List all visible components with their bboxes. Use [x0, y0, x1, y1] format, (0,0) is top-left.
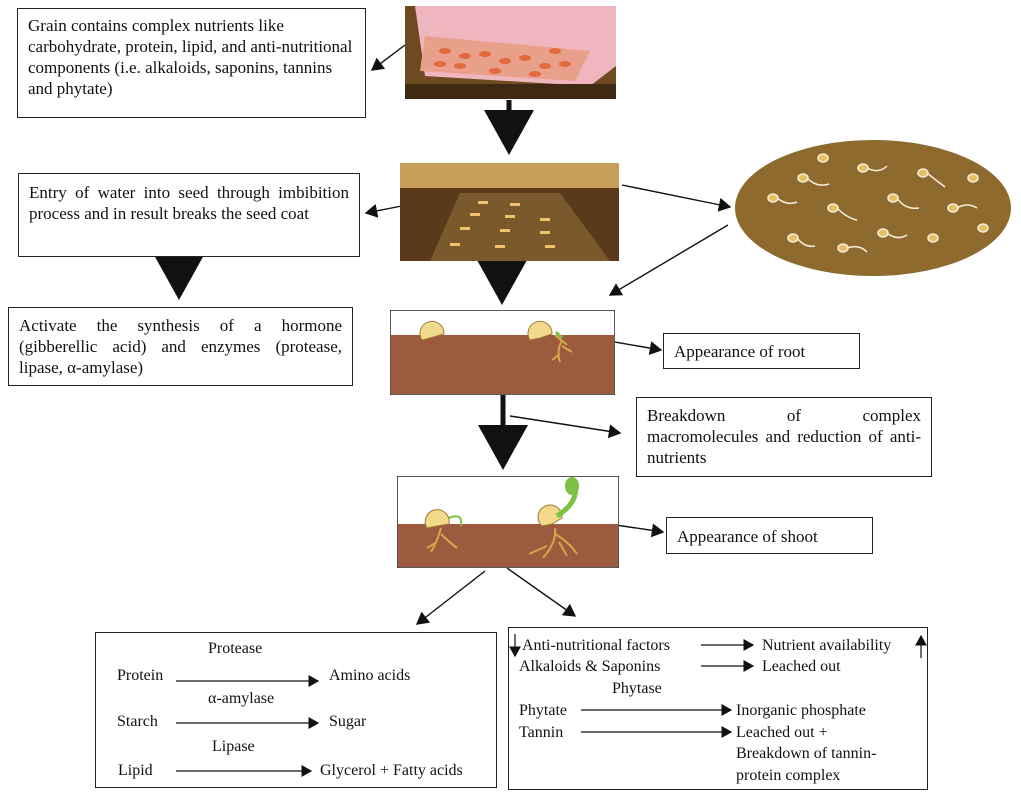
arrow-to-breakdown-box — [509, 415, 622, 439]
protein-label: Protein — [117, 667, 164, 684]
phytase-label: Phytase — [612, 680, 662, 697]
nutrient-availability-header: Nutrient availability — [762, 637, 892, 654]
alkaloids-label: Alkaloids & Saponins — [519, 658, 661, 675]
grain-tray-image — [405, 6, 616, 99]
amino-acids-label: Amino acids — [329, 667, 411, 684]
phytate-label: Phytate — [519, 702, 567, 719]
antinutrient-box: Anti-nutritional factors Nutrient availa… — [508, 627, 928, 790]
tannin-complex-label: protein complex — [736, 767, 841, 784]
tannin-breakdown-label: Breakdown of tannin- — [736, 745, 877, 762]
main-flow-arrows — [154, 100, 534, 470]
enzyme-arrows — [176, 675, 320, 777]
root-stage-image — [390, 310, 615, 395]
grain-box: Grain contains complex nutrients like ca… — [17, 8, 366, 118]
arrow-to-enzyme-box — [415, 570, 486, 625]
alpha-amylase-label: α-amylase — [208, 690, 275, 707]
leached-out-label-1: Leached out — [762, 658, 841, 675]
arrow-to-photo — [621, 184, 732, 212]
soaked-seeds-image — [400, 163, 619, 261]
tannin-label: Tannin — [519, 724, 564, 741]
lipid-label: Lipid — [118, 762, 153, 779]
shoot-box: Appearance of shoot — [666, 517, 873, 554]
starch-label: Starch — [117, 713, 158, 730]
inorganic-phosphate-label: Inorganic phosphate — [736, 702, 866, 719]
water-text: Entry of water into seed through imbibit… — [29, 183, 349, 223]
root-box: Appearance of root — [663, 333, 860, 369]
arrow-from-photo — [608, 224, 729, 296]
sprouted-seeds-photo — [735, 140, 1011, 276]
lipase-label: Lipase — [212, 738, 255, 755]
breakdown-text: Breakdown of complex macromolecules and … — [647, 406, 921, 467]
root-text: Appearance of root — [674, 342, 806, 361]
enzyme-box: Protease Protein Amino acids α-amylase S… — [95, 632, 497, 788]
shoot-text: Appearance of shoot — [677, 527, 818, 546]
glycerol-label: Glycerol + Fatty acids — [320, 762, 463, 779]
shoot-stage-image — [397, 476, 619, 568]
arrow-to-antinutrient-box — [506, 567, 577, 617]
water-box: Entry of water into seed through imbibit… — [18, 173, 360, 257]
grain-text: Grain contains complex nutrients like ca… — [28, 16, 353, 98]
breakdown-box: Breakdown of complex macromolecules and … — [636, 397, 932, 477]
arrow-to-grain-box — [370, 44, 406, 71]
antinutrient-arrows — [509, 634, 927, 738]
antinutritional-header: Anti-nutritional factors — [522, 637, 670, 654]
sugar-label: Sugar — [329, 713, 367, 730]
protease-label: Protease — [208, 640, 263, 657]
hormone-text: Activate the synthesis of a hormone (gib… — [19, 316, 342, 377]
leached-out-label-2: Leached out + — [736, 724, 828, 741]
hormone-box: Activate the synthesis of a hormone (gib… — [8, 307, 353, 386]
